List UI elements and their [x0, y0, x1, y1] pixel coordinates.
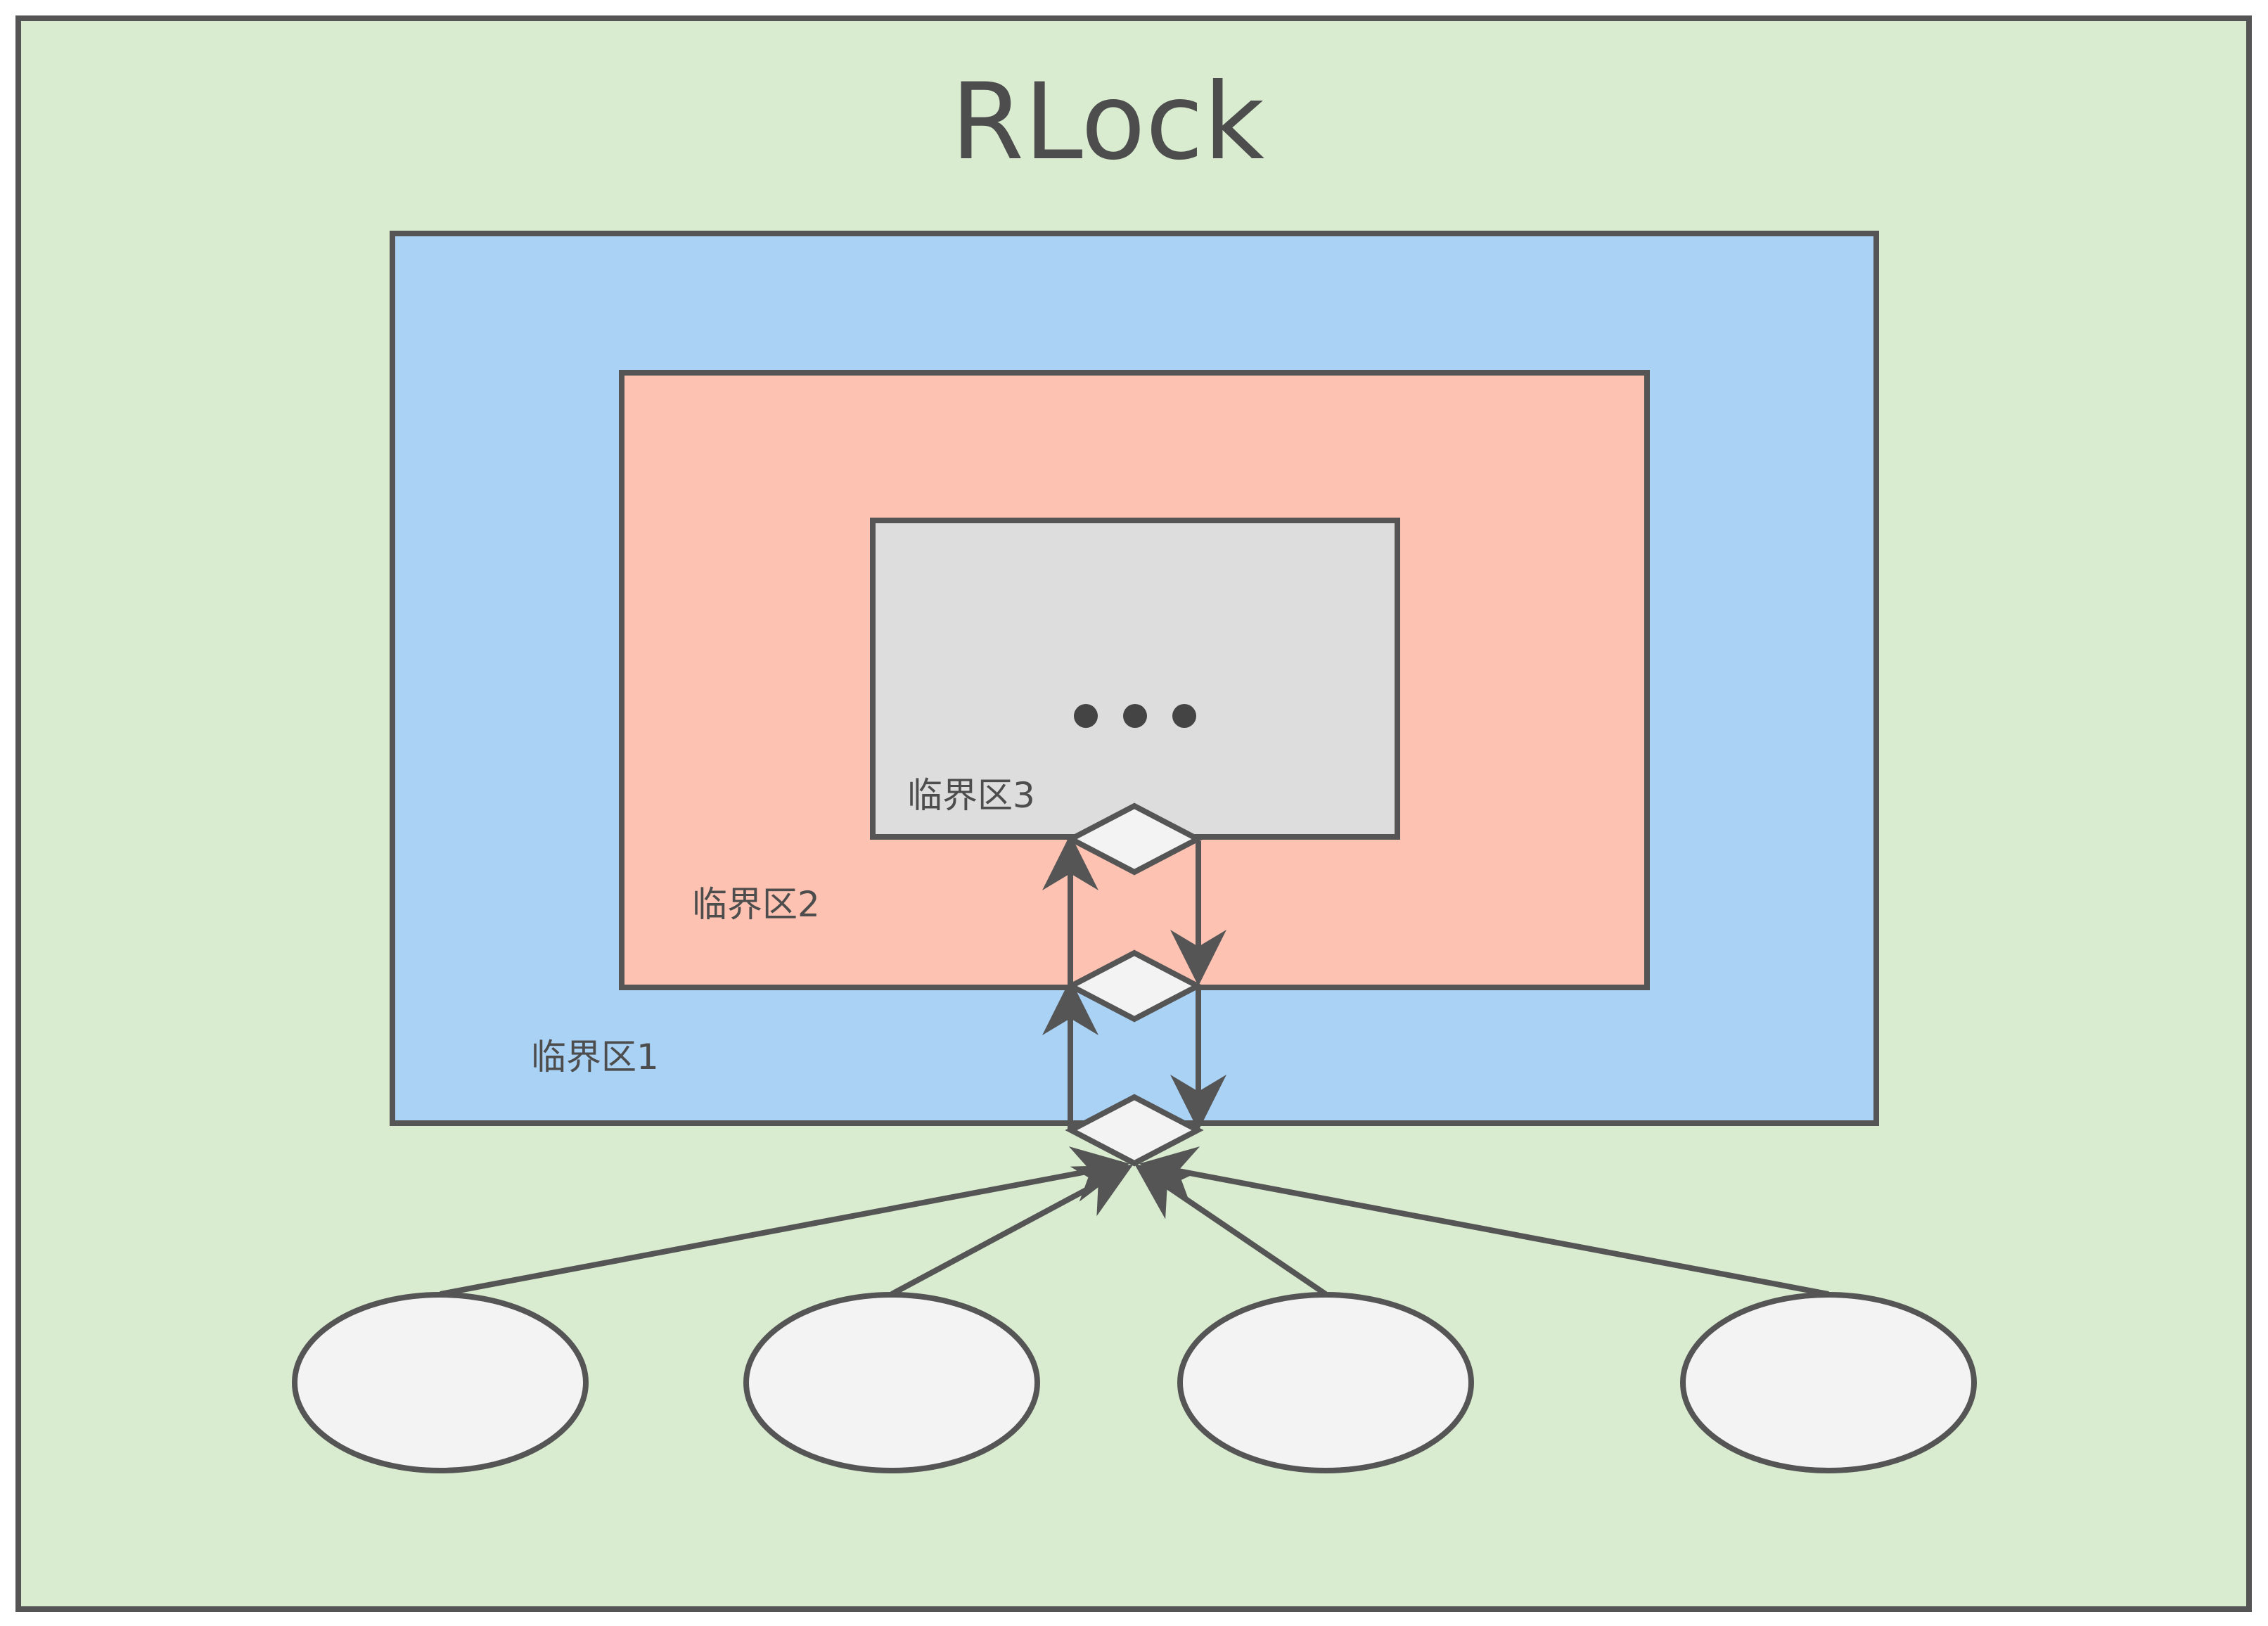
- lock-diamond-level-3: [1065, 802, 1204, 876]
- thread-arrows: [440, 1146, 1829, 1297]
- diagram-title: RLock: [951, 61, 1264, 184]
- critical-section-1-label: 临界区1: [531, 1037, 659, 1077]
- thread-node: [292, 1292, 589, 1473]
- ellipsis-dot: [1172, 704, 1196, 728]
- thread-node: [1177, 1292, 1474, 1473]
- thread-node: [743, 1292, 1040, 1473]
- thread-arrow: [1139, 1146, 1829, 1297]
- critical-section-3: [870, 518, 1400, 840]
- ellipsis-dot: [1074, 704, 1098, 728]
- lock-diamond-level-2: [1065, 949, 1204, 1023]
- reentry-arrows: [1042, 834, 1226, 1131]
- critical-section-2-label: 临界区2: [692, 884, 820, 925]
- thread-arrow: [890, 1165, 1134, 1297]
- critical-section-3-label: 临界区3: [907, 775, 1035, 816]
- thread-arrow: [440, 1146, 1129, 1297]
- ellipsis-dot: [1123, 704, 1147, 728]
- thread-node: [1680, 1292, 1977, 1473]
- threads: [292, 1292, 1977, 1473]
- lock-diamond-level-1: [1065, 1094, 1204, 1167]
- ellipsis-dots: [1074, 704, 1196, 728]
